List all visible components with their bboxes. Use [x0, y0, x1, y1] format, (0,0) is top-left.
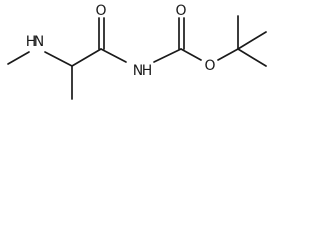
atom-o-amide: O [95, 3, 106, 19]
bond-tbu-methyl-bottom [237, 48, 267, 67]
bond-methyl-n [7, 51, 30, 65]
atom-o-carbonyl: O [175, 3, 186, 19]
bond-carbonyl-nh [100, 48, 127, 63]
atom-nh-amide-n: N [133, 63, 143, 79]
molecule-diagram: H N O N H O O [0, 0, 284, 112]
atom-o-ester: O [204, 58, 215, 74]
bond-oester-tbu [217, 48, 239, 61]
bonds [7, 15, 267, 100]
bond-n-ch [44, 51, 73, 67]
bond-nh-carbamate [153, 48, 182, 63]
atom-n-methyl-n: N [34, 34, 44, 50]
bond-ch-carbonyl [71, 48, 102, 67]
bond-carbamate-oester [180, 48, 202, 61]
atom-nh-amide-h: H [142, 63, 153, 79]
atom-labels: H N O N H O O [26, 3, 216, 79]
atom-n-methyl-h: H [26, 34, 37, 50]
bond-tbu-methyl-right [237, 31, 267, 50]
structure-svg: H N O N H O O [7, 3, 267, 100]
